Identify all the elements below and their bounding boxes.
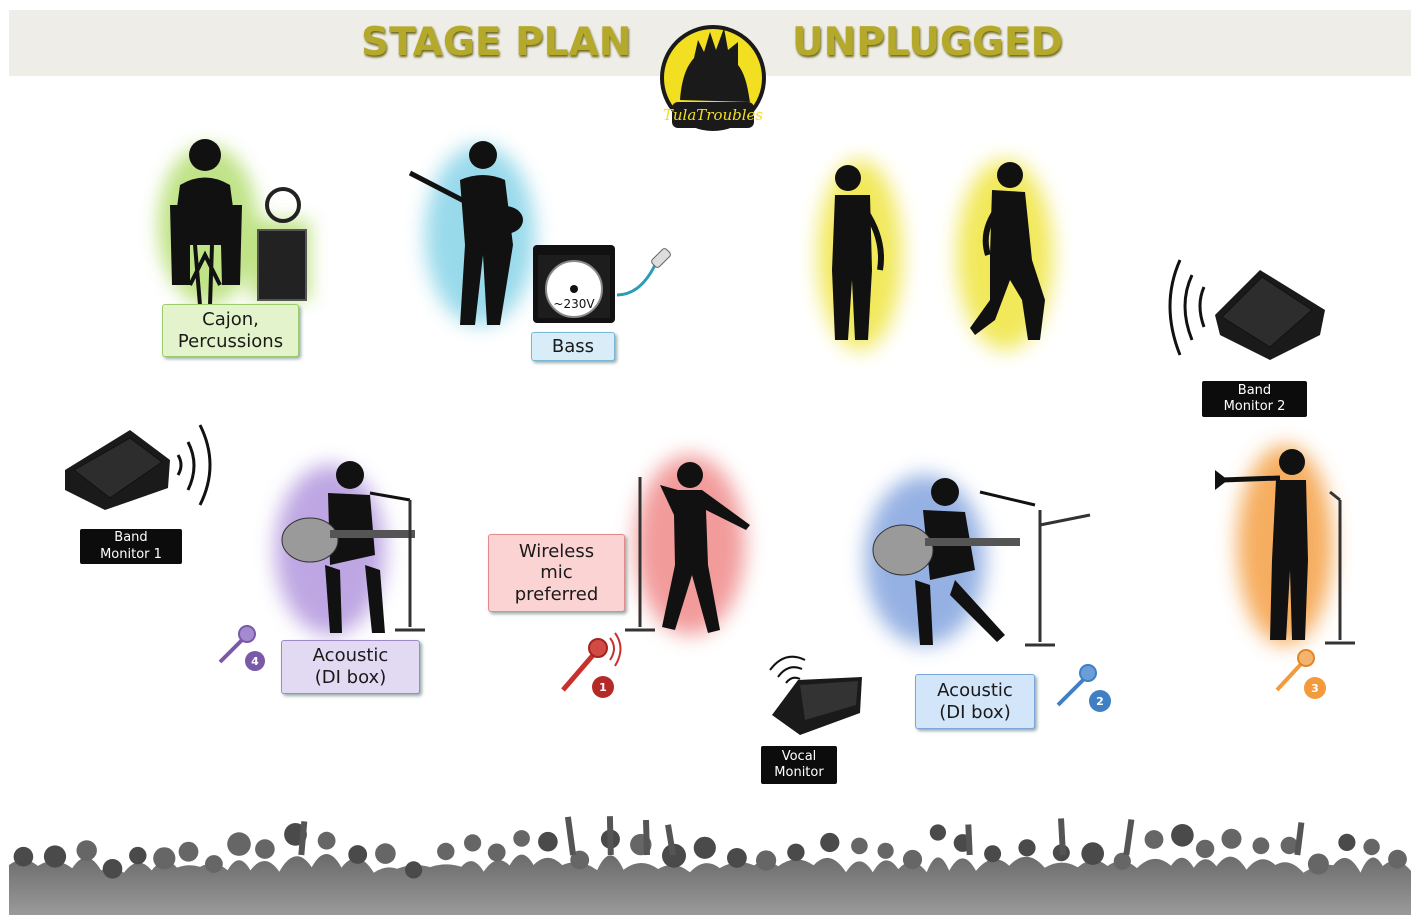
audience-head — [178, 841, 199, 862]
audience-head — [1338, 833, 1356, 851]
audience-head — [102, 859, 123, 879]
band-logo: TulaTroubles — [660, 25, 766, 131]
singer-figure — [625, 455, 750, 635]
audience-head — [756, 850, 777, 871]
audience-head — [1113, 852, 1131, 870]
audience-head — [317, 831, 336, 850]
audience-raised-arm — [564, 816, 577, 856]
audience-head — [570, 850, 590, 870]
microphone-4-icon: 4 — [218, 625, 265, 671]
title-unplugged: UNPLUGGED — [792, 20, 1064, 65]
audience-head — [929, 824, 947, 841]
acoustic-left-label: Acoustic (DI box) — [281, 640, 420, 694]
audience-head — [1280, 836, 1299, 855]
audience-head — [1018, 839, 1036, 857]
trumpet-player-figure — [1215, 445, 1355, 645]
audience-head — [1388, 849, 1407, 869]
audience-raised-arm — [298, 821, 308, 856]
audience-head — [877, 842, 894, 859]
audience-head — [727, 848, 747, 868]
acoustic-right-figure — [865, 475, 1091, 647]
bass-figure: ~230V — [408, 141, 671, 325]
audience-head — [1144, 830, 1164, 849]
microphone-1-icon: 1 — [561, 632, 622, 698]
microphone-3-icon: 3 — [1275, 649, 1326, 699]
audience-head — [1252, 837, 1270, 855]
singer-label: Wireless mic preferred — [488, 534, 625, 612]
audience-head — [851, 837, 868, 855]
microphone-3-number: 3 — [1311, 682, 1319, 695]
audience-head — [538, 831, 558, 852]
audience-head — [153, 847, 176, 870]
vocal-monitor-label: Vocal Monitor — [761, 746, 837, 784]
audience-head — [693, 836, 716, 859]
audience-head — [13, 846, 34, 867]
audience-head — [1221, 828, 1242, 849]
percussion-figure — [158, 139, 310, 306]
audience-head — [405, 861, 423, 879]
audience-head — [787, 843, 805, 861]
audience-head — [1081, 842, 1104, 865]
audience-head — [205, 855, 223, 873]
audience-raised-arm — [643, 819, 650, 856]
audience-head — [375, 843, 396, 864]
acoustic-right-label: Acoustic (DI box) — [915, 674, 1035, 729]
band-monitor-2-label: Band Monitor 2 — [1202, 381, 1307, 417]
audience-head — [487, 843, 506, 862]
title-stage-plan: STAGE PLAN — [361, 20, 632, 65]
audience-silhouette — [9, 816, 1411, 915]
audience-head — [43, 845, 67, 868]
audience-head — [902, 849, 923, 870]
band-monitor-1-speaker — [65, 424, 212, 510]
audience-head — [129, 846, 147, 865]
audience-raised-arm — [1058, 818, 1066, 856]
audience-head — [76, 840, 97, 861]
audience-raised-arm — [665, 824, 677, 856]
audience-head — [227, 832, 251, 856]
amp-voltage-text: ~230V — [553, 297, 595, 311]
audience-head — [662, 843, 686, 868]
bass-label: Bass — [531, 332, 615, 361]
audience-raised-arm — [1123, 819, 1135, 856]
band-monitor-1-label: Band Monitor 1 — [80, 529, 182, 564]
audience-head — [513, 830, 530, 847]
microphone-2-icon: 2 — [1056, 664, 1111, 712]
audience-head — [348, 845, 368, 864]
audience-raised-arm — [965, 824, 973, 856]
audience-raised-arm — [606, 816, 614, 856]
vocal-monitor-speaker — [769, 655, 862, 735]
acoustic-left-figure — [275, 461, 425, 635]
microphone-1-number: 1 — [599, 681, 607, 694]
audience-head — [984, 845, 1002, 863]
audience-head — [1363, 838, 1380, 856]
audience-head — [1195, 839, 1215, 859]
audience-head — [1171, 824, 1194, 847]
percussion-label: Cajon, Percussions — [162, 304, 299, 357]
microphone-2-number: 2 — [1096, 695, 1104, 708]
audience-head — [255, 839, 275, 859]
audience-head — [437, 842, 455, 861]
logo-text: TulaTroubles — [663, 106, 764, 124]
audience-head — [464, 834, 482, 852]
band-monitor-2-speaker — [1168, 259, 1325, 360]
audience-head — [1307, 853, 1329, 875]
microphone-4-number: 4 — [251, 655, 259, 668]
audience-head — [820, 832, 840, 853]
audience-raised-arm — [1294, 822, 1305, 856]
saxophone-players-figure — [818, 160, 1053, 350]
